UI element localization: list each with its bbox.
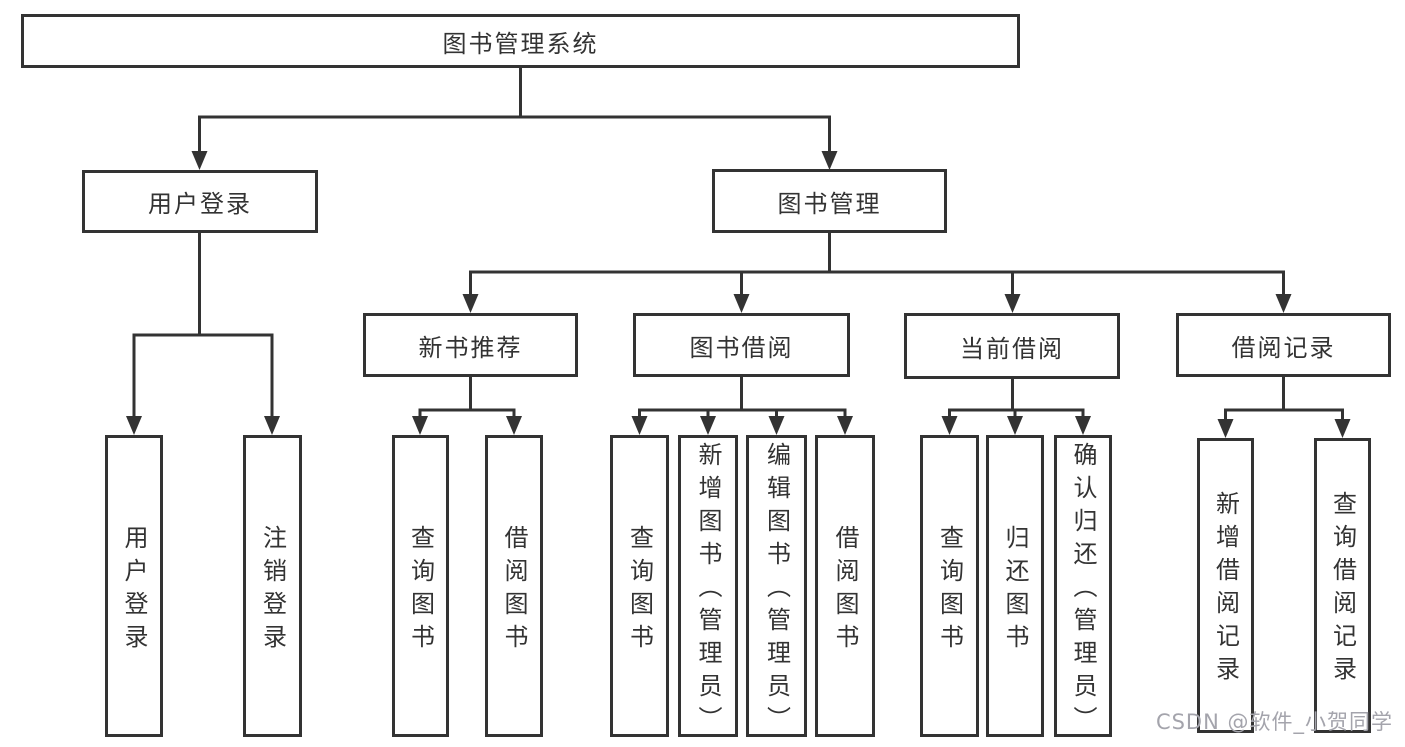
leaf-borrow-edit-books-label: 编辑图书（管理员） (762, 442, 791, 739)
leaf-current-confirm-return-label: 确认归还（管理员） (1069, 442, 1097, 739)
node-root: 图书管理系统 (21, 14, 1020, 68)
leaf-current-confirm-return: 确认归还（管理员） (1054, 435, 1112, 739)
leaf-records-add-record-label: 新增借阅记录 (1211, 491, 1240, 689)
leaf-current-return-books: 归还图书 (986, 435, 1044, 737)
node-book-borrow-label: 图书借阅 (689, 333, 794, 362)
leaf-recommend-query-books-label: 查询图书 (406, 524, 435, 657)
node-user-login: 用户登录 (82, 170, 318, 233)
leaf-current-query-books-label: 查询图书 (935, 524, 964, 657)
leaf-records-query-record: 查询借阅记录 (1314, 438, 1371, 733)
leaf-borrow-edit-books: 编辑图书（管理员） (746, 435, 807, 739)
node-current-borrow: 当前借阅 (904, 313, 1120, 379)
leaf-borrow-borrow-books-label: 借阅图书 (831, 524, 859, 657)
node-current-borrow-label: 当前借阅 (960, 334, 1064, 363)
leaf-logout: 注销登录 (243, 435, 302, 737)
node-book-borrow: 图书借阅 (633, 313, 850, 377)
leaf-borrow-add-books-label: 新增图书（管理员） (694, 442, 722, 739)
leaf-user-login-label: 用户登录 (120, 524, 148, 657)
leaf-records-query-record-label: 查询借阅记录 (1328, 491, 1357, 689)
leaf-borrow-borrow-books: 借阅图书 (815, 435, 875, 737)
node-book-management: 图书管理 (712, 169, 947, 233)
leaf-current-return-books-label: 归还图书 (1001, 524, 1029, 657)
node-book-management-label: 图书管理 (777, 189, 882, 218)
leaf-borrow-query-books-label: 查询图书 (625, 524, 654, 657)
leaf-user-login: 用户登录 (105, 435, 163, 737)
node-root-label: 图书管理系统 (442, 29, 599, 58)
leaf-records-add-record: 新增借阅记录 (1197, 438, 1254, 733)
node-borrow-records-label: 借阅记录 (1231, 333, 1336, 362)
leaf-recommend-borrow-books-label: 借阅图书 (500, 524, 528, 657)
node-user-login-label: 用户登录 (148, 190, 252, 218)
watermark: CSDN @软件_小贺同学 (1155, 710, 1393, 734)
leaf-current-query-books: 查询图书 (920, 435, 979, 737)
leaf-borrow-add-books: 新增图书（管理员） (678, 435, 738, 739)
leaf-recommend-borrow-books: 借阅图书 (485, 435, 543, 737)
node-borrow-records: 借阅记录 (1176, 313, 1391, 377)
node-new-book-recommend: 新书推荐 (363, 313, 578, 377)
leaf-logout-label: 注销登录 (258, 524, 287, 657)
leaf-recommend-query-books: 查询图书 (392, 435, 449, 737)
leaf-borrow-query-books: 查询图书 (610, 435, 669, 737)
node-new-book-recommend-label: 新书推荐 (418, 333, 523, 362)
